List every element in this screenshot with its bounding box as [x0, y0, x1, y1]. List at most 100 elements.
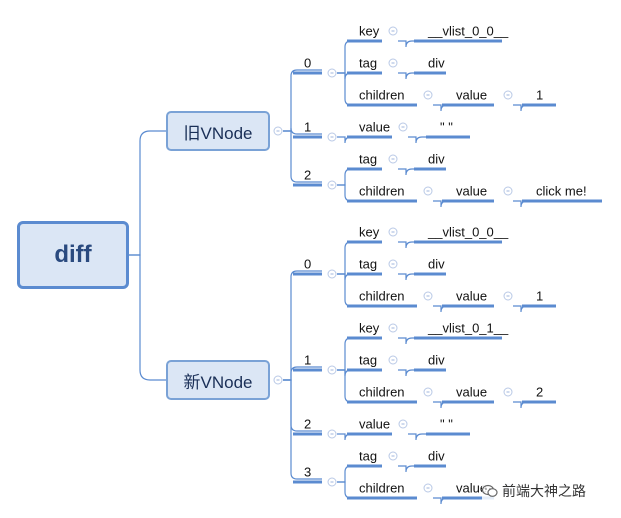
collapse-toggle-icon[interactable]: [423, 90, 433, 100]
connector: [398, 72, 426, 80]
connector: [337, 337, 358, 371]
connector: [398, 40, 426, 48]
connector: [337, 241, 358, 275]
connector: [283, 379, 322, 480]
collapse-toggle-icon[interactable]: [327, 365, 337, 375]
prop-key-value[interactable]: value: [359, 119, 391, 135]
connector: [398, 273, 426, 281]
index-0[interactable]: 0: [304, 55, 312, 71]
prop-value-vlist-0-0[interactable]: __vlist_0_0__: [428, 224, 509, 240]
prop-key-children[interactable]: children: [359, 183, 405, 199]
connector: [398, 241, 426, 249]
prop-value-value[interactable]: value: [456, 87, 488, 103]
wechat-icon: [482, 484, 498, 497]
prop-key-tag[interactable]: tag: [359, 256, 378, 272]
prop-value-div[interactable]: div: [428, 352, 445, 368]
connector: [337, 40, 358, 74]
prop-key-key[interactable]: key: [359, 320, 380, 336]
collapse-toggle-icon[interactable]: [388, 58, 398, 68]
index-2[interactable]: 2: [304, 416, 312, 432]
collapse-toggle-icon[interactable]: [388, 323, 398, 333]
collapse-toggle-icon[interactable]: [398, 419, 408, 429]
prop-value-div[interactable]: div: [428, 151, 445, 167]
connector: [398, 465, 426, 473]
prop-key-tag[interactable]: tag: [359, 448, 378, 464]
connector: [337, 465, 358, 483]
connector: [398, 168, 426, 176]
prop-key-tag[interactable]: tag: [359, 151, 378, 167]
prop-key-value[interactable]: value: [359, 416, 391, 432]
connector: [408, 136, 438, 144]
prop-value-blank[interactable]: " ": [440, 119, 453, 135]
index-3[interactable]: 3: [304, 464, 312, 480]
connector: [283, 69, 322, 132]
collapse-toggle-icon[interactable]: [503, 387, 513, 397]
collapse-toggle-icon[interactable]: [388, 154, 398, 164]
prop-key-tag[interactable]: tag: [359, 55, 378, 71]
connector: [398, 337, 426, 345]
collapse-toggle-icon[interactable]: [327, 429, 337, 439]
prop-value-value[interactable]: value: [456, 288, 488, 304]
leaf-value-1[interactable]: 1: [536, 288, 544, 304]
prop-value-blank[interactable]: " ": [440, 416, 453, 432]
collapse-toggle-icon[interactable]: [423, 291, 433, 301]
branch-node-old-vnode[interactable]: 旧VNode: [166, 111, 270, 151]
prop-value-vlist-0-0[interactable]: __vlist_0_0__: [428, 23, 509, 39]
index-1[interactable]: 1: [304, 352, 312, 368]
leaf-value-click-me[interactable]: click me!: [536, 183, 587, 199]
collapse-toggle-icon[interactable]: [388, 451, 398, 461]
collapse-toggle-icon[interactable]: [503, 291, 513, 301]
collapse-toggle-icon[interactable]: [398, 122, 408, 132]
prop-key-key[interactable]: key: [359, 224, 380, 240]
prop-value-div[interactable]: div: [428, 448, 445, 464]
collapse-toggle-icon[interactable]: [388, 259, 398, 269]
prop-key-children[interactable]: children: [359, 288, 405, 304]
collapse-toggle-icon[interactable]: [423, 186, 433, 196]
watermark-text: 前端大神之路: [502, 483, 586, 499]
prop-key-children[interactable]: children: [359, 480, 405, 496]
collapse-toggle-icon[interactable]: [388, 26, 398, 36]
prop-value-div[interactable]: div: [428, 256, 445, 272]
prop-value-vlist-0-1[interactable]: __vlist_0_1__: [428, 320, 509, 336]
connector: [408, 433, 438, 441]
connector: [129, 254, 166, 381]
index-0[interactable]: 0: [304, 256, 312, 272]
collapse-toggle-icon[interactable]: [273, 126, 283, 136]
index-1[interactable]: 1: [304, 119, 312, 135]
root-node-diff[interactable]: diff: [17, 221, 129, 289]
connector: [337, 481, 358, 499]
connector: [398, 369, 426, 377]
prop-key-children[interactable]: children: [359, 87, 405, 103]
collapse-toggle-icon[interactable]: [423, 387, 433, 397]
connector: [283, 127, 322, 135]
connector: [283, 130, 322, 183]
prop-key-tag[interactable]: tag: [359, 352, 378, 368]
collapse-toggle-icon[interactable]: [327, 269, 337, 279]
prop-value-div[interactable]: div: [428, 55, 445, 71]
collapse-toggle-icon[interactable]: [423, 483, 433, 493]
collapse-toggle-icon[interactable]: [327, 180, 337, 190]
collapse-toggle-icon[interactable]: [388, 355, 398, 365]
connector: [337, 72, 358, 106]
connector: [283, 270, 322, 381]
leaf-value-2[interactable]: 2: [536, 384, 544, 400]
prop-value-value[interactable]: value: [456, 183, 488, 199]
collapse-toggle-icon[interactable]: [503, 90, 513, 100]
index-2[interactable]: 2: [304, 167, 312, 183]
prop-key-children[interactable]: children: [359, 384, 405, 400]
prop-key-key[interactable]: key: [359, 23, 380, 39]
prop-value-value[interactable]: value: [456, 384, 488, 400]
collapse-toggle-icon[interactable]: [503, 186, 513, 196]
collapse-toggle-icon[interactable]: [388, 227, 398, 237]
collapse-toggle-icon[interactable]: [273, 375, 283, 385]
connector: [337, 273, 358, 307]
collapse-toggle-icon[interactable]: [327, 477, 337, 487]
leaf-value-1[interactable]: 1: [536, 87, 544, 103]
connector: [337, 369, 358, 403]
connector: [283, 366, 322, 381]
branch-node-new-vnode[interactable]: 新VNode: [166, 360, 270, 400]
prop-value-value[interactable]: value: [456, 480, 488, 496]
collapse-toggle-icon[interactable]: [327, 132, 337, 142]
collapse-toggle-icon[interactable]: [327, 68, 337, 78]
